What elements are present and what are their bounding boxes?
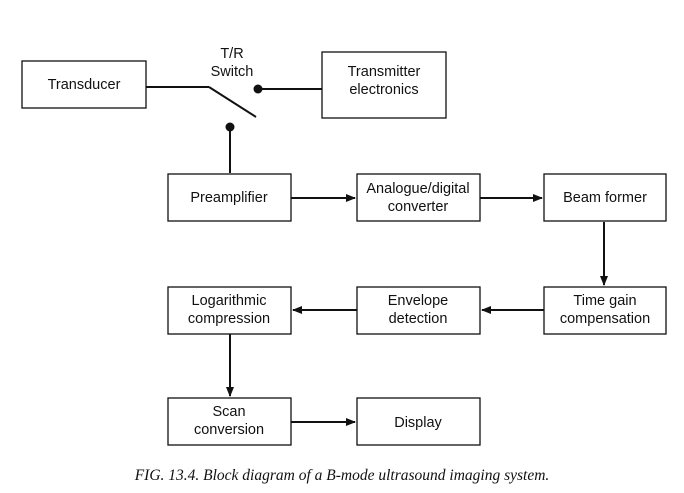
tr-switch-label-line-1: T/R — [220, 46, 243, 62]
beam-former-label-line-1: Beam former — [563, 190, 647, 206]
preamplifier-label: Preamplifier — [190, 190, 268, 206]
beam-former-label: Beam former — [563, 190, 647, 206]
tr-switch-label-line-2: Switch — [211, 64, 254, 80]
preamplifier-block — [167, 173, 292, 222]
preamplifier-label-line-1: Preamplifier — [190, 190, 268, 206]
log-compression-label: Logarithmic compression — [188, 293, 270, 327]
switch-contact-transmit — [253, 84, 263, 94]
display-label-line-1: Display — [394, 415, 442, 431]
switch-contact-receive — [225, 122, 235, 132]
envelope-detection-label-line-2: detection — [389, 311, 448, 327]
scan-conversion-label: Scan conversion — [194, 404, 264, 438]
scan-conversion-label-line-2: conversion — [194, 422, 264, 438]
envelope-detection-label-line-1: Envelope — [388, 293, 448, 309]
tr-switch-blade — [208, 86, 257, 118]
log-compression-block — [167, 286, 292, 335]
envelope-detection-label: Envelope detection — [388, 293, 448, 327]
tgc-label-line-1: Time gain — [573, 293, 636, 309]
transducer-label: Transducer — [48, 77, 121, 93]
transmitter-electronics-label: Transmitter electronics — [348, 64, 421, 98]
adc-label-line-1: Analogue/digital — [366, 181, 469, 197]
log-compression-label-line-2: compression — [188, 311, 270, 327]
transducer-block — [21, 60, 147, 109]
scan-conversion-label-line-1: Scan — [212, 404, 245, 420]
block-diagram: Transducer T/R Switch Transmitter electron… — [21, 46, 667, 446]
log-compression-label-line-1: Logarithmic — [192, 293, 267, 309]
display-block — [356, 397, 481, 446]
adc-label-line-2: converter — [388, 199, 449, 215]
transmitter-electronics-block — [321, 51, 447, 119]
adc-label: Analogue/digital converter — [366, 181, 469, 215]
beam-former-block — [543, 173, 667, 222]
transducer-label-line-1: Transducer — [48, 77, 121, 93]
tgc-label-line-2: compensation — [560, 311, 650, 327]
envelope-detection-block — [356, 286, 481, 335]
transmitter-electronics-label-line-1: Transmitter — [348, 64, 421, 80]
tgc-block — [543, 286, 667, 335]
figure-caption: FIG. 13.4. Block diagram of a B-mode ult… — [134, 467, 550, 484]
tr-switch-label: T/R Switch — [211, 46, 254, 80]
adc-block — [356, 173, 481, 222]
transmitter-electronics-label-line-2: electronics — [349, 82, 418, 98]
scan-conversion-block — [167, 397, 292, 446]
tgc-label: Time gain compensation — [560, 293, 650, 327]
display-label: Display — [394, 415, 442, 431]
